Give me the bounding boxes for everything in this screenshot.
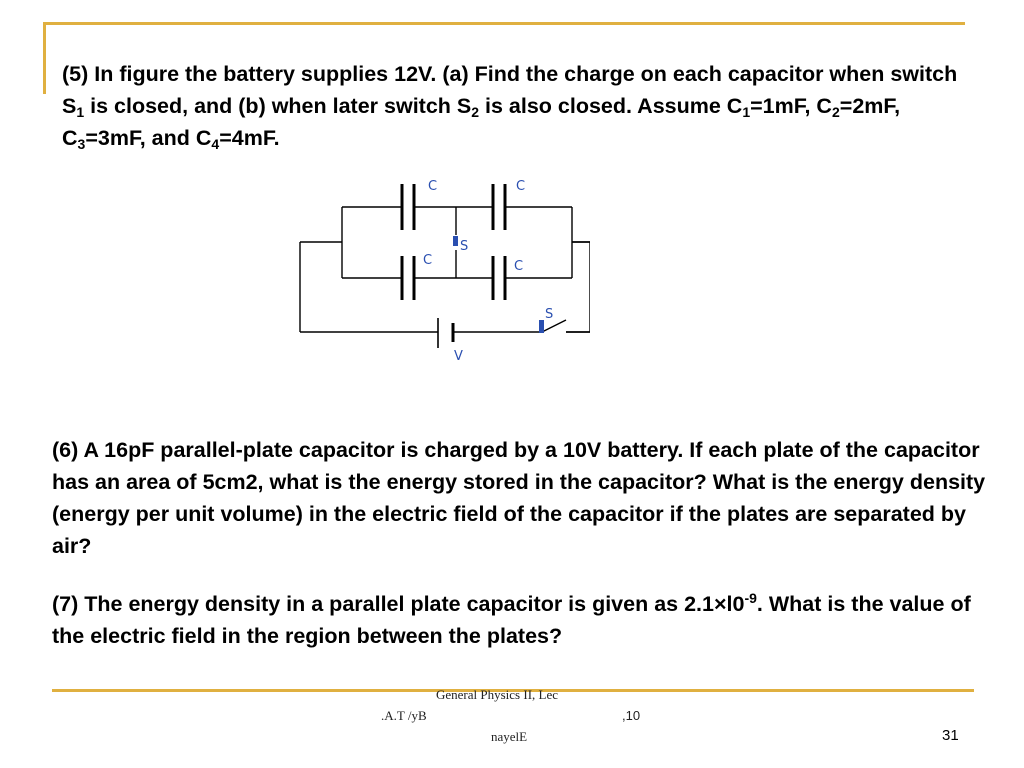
label-s2: S bbox=[460, 239, 468, 254]
label-c-top-right: C bbox=[516, 179, 525, 194]
label-c-bottom-left: C bbox=[423, 253, 432, 268]
label-v: V bbox=[454, 349, 463, 364]
circuit-diagram: C C C C S S V bbox=[299, 179, 590, 364]
label-c-top-left: C bbox=[428, 179, 437, 194]
problem-5-text: (5) In figure the battery supplies 12V. … bbox=[62, 62, 958, 152]
footer-lecture: ,10 bbox=[622, 708, 641, 723]
footer-author: .A.T /yB bbox=[381, 708, 427, 723]
label-s1: S bbox=[545, 307, 553, 322]
page-number: 31 bbox=[942, 727, 959, 744]
s2-switch-contact bbox=[453, 236, 458, 246]
battery-symbol bbox=[437, 318, 455, 348]
problem-6-text: (6) A 16pF parallel-plate capacitor is c… bbox=[52, 438, 986, 558]
footer-course: General Physics II, Lec bbox=[436, 687, 559, 702]
s1-switch-contact bbox=[539, 320, 544, 333]
footer-rule bbox=[52, 689, 974, 692]
capacitor-plates bbox=[400, 184, 507, 300]
circuit-right-loop bbox=[566, 241, 590, 333]
problem-7-text: (7) The energy density in a parallel pla… bbox=[52, 590, 971, 648]
frame-left-rule bbox=[43, 22, 46, 94]
circuit-wires bbox=[299, 206, 590, 333]
label-c-bottom-right: C bbox=[514, 259, 523, 274]
footer-name: nayelE bbox=[491, 729, 528, 744]
frame-top-rule bbox=[43, 22, 965, 25]
